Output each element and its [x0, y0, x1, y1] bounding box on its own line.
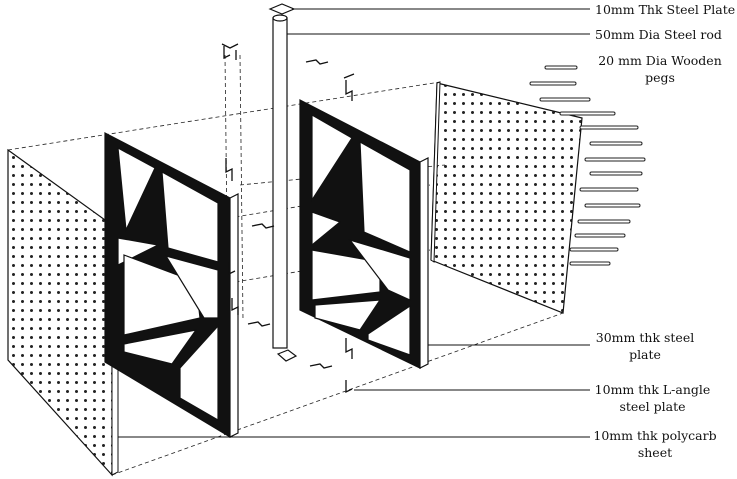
label-steel-frame-plate: 30mm thk steel plate: [590, 329, 700, 363]
label-wooden-pegs-line1: 20 mm Dia Wooden: [598, 53, 722, 68]
label-wooden-pegs-line2: pegs: [645, 70, 675, 85]
label-l-angle-line1: 10mm thk L-angle: [594, 382, 711, 397]
label-l-angle-line2: steel plate: [619, 399, 686, 414]
label-wooden-pegs: 20 mm Dia Wooden pegs: [590, 52, 730, 86]
label-steel-rod: 50mm Dia Steel rod: [595, 27, 722, 42]
steel-frame-plate-right: [299, 99, 429, 369]
label-l-angle: 10mm thk L-angle steel plate: [590, 381, 715, 415]
label-steel-frame-plate-line1: 30mm thk steel: [595, 330, 695, 345]
steel-frame-plate-left: [104, 132, 239, 439]
steel-rod: [268, 3, 298, 362]
label-steel-plate-top: 10mm Thk Steel Plate: [595, 2, 736, 17]
leader-lines: [118, 8, 590, 438]
label-polycarb: 10mm thk polycarb sheet: [590, 427, 720, 461]
label-polycarb-line1: 10mm thk polycarb: [593, 428, 717, 443]
label-polycarb-line2: sheet: [637, 445, 673, 460]
polycarb-sheet-right: [430, 81, 583, 314]
polycarb-sheet-left: [7, 148, 119, 477]
wooden-pegs: [529, 65, 646, 266]
label-steel-frame-plate-line2: plate: [629, 347, 661, 362]
